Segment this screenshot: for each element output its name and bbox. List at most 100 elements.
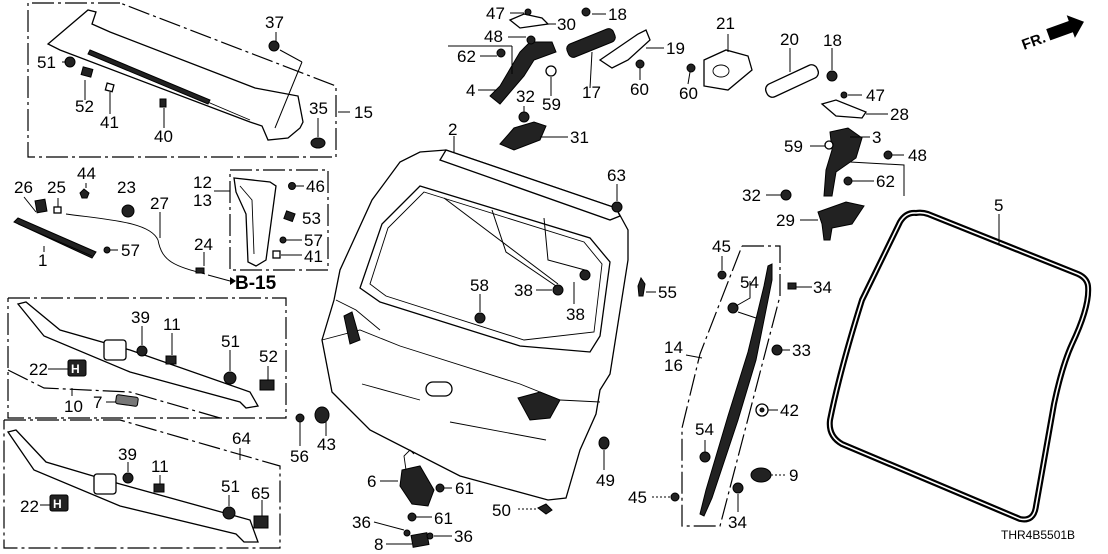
part-24-icon[interactable] <box>195 267 205 274</box>
part-39b-icon[interactable] <box>122 472 134 484</box>
part-61a-icon[interactable] <box>435 483 445 493</box>
part-65-icon[interactable] <box>253 515 269 529</box>
part-43-icon[interactable] <box>314 406 330 424</box>
part-18b-icon[interactable] <box>826 70 838 82</box>
part-44-icon[interactable] <box>79 188 90 199</box>
part-22b-emblem[interactable] <box>49 494 69 512</box>
part-63-icon[interactable] <box>611 201 623 213</box>
part-48a-icon[interactable] <box>526 35 536 45</box>
tailgate-hinge-area <box>343 311 361 345</box>
reference-b15[interactable]: B-15 <box>235 273 277 294</box>
part-59a-icon[interactable] <box>545 65 557 77</box>
part-29-bracket[interactable] <box>817 201 865 241</box>
part-19-bracket[interactable] <box>598 29 651 69</box>
part-53-icon[interactable] <box>283 210 296 223</box>
part-47a-icon[interactable] <box>524 8 532 16</box>
emblem-housing <box>103 339 127 361</box>
part-28-icon[interactable] <box>820 99 867 119</box>
weatherstrip-group: 5 <box>826 196 1092 523</box>
part-60a-icon[interactable] <box>635 59 645 69</box>
part-11-icon[interactable] <box>165 355 177 365</box>
part-11b-icon[interactable] <box>153 483 165 493</box>
part-50-icon[interactable] <box>537 503 553 515</box>
part-41-icon[interactable] <box>104 82 115 93</box>
part-56-icon[interactable] <box>295 413 305 423</box>
part-39-icon[interactable] <box>136 345 148 357</box>
part-20-strut[interactable] <box>764 63 821 99</box>
part-23-icon[interactable] <box>121 204 135 218</box>
part-21-cover[interactable] <box>703 49 753 91</box>
part-62b-icon[interactable] <box>843 176 853 186</box>
callout-43: 43 <box>317 435 336 454</box>
part-7-icon[interactable] <box>115 394 139 407</box>
part-36a-icon[interactable] <box>403 529 411 537</box>
part-18a-icon[interactable] <box>581 7 591 17</box>
part-6-latch[interactable] <box>399 465 435 507</box>
part-27-cable[interactable] <box>65 213 206 275</box>
part-52b-icon[interactable] <box>259 379 275 391</box>
part-48b-icon[interactable] <box>883 150 893 160</box>
emblem-housing-64 <box>93 473 117 495</box>
part-4-hinge[interactable] <box>489 41 557 105</box>
part-31-bracket[interactable] <box>499 121 547 151</box>
part-64-garnish[interactable] <box>6 429 259 543</box>
part-57-icon[interactable] <box>103 246 111 254</box>
part-32b-icon[interactable] <box>780 189 792 201</box>
part-25-icon[interactable] <box>53 206 62 214</box>
part-38b-icon[interactable] <box>579 269 591 281</box>
callout-60b: 60 <box>679 84 698 103</box>
part-55-icon[interactable] <box>637 276 646 297</box>
spoiler[interactable] <box>46 9 304 141</box>
callout-63: 63 <box>607 166 626 185</box>
part-10-garnish[interactable] <box>16 301 260 409</box>
part-47b-icon[interactable] <box>840 91 848 99</box>
part-58-icon[interactable] <box>474 312 486 324</box>
part-12-garnish[interactable] <box>233 177 277 267</box>
part-26-icon[interactable] <box>34 198 48 214</box>
callout-51b: 51 <box>221 332 240 351</box>
part-34b-icon[interactable] <box>732 482 744 494</box>
part-57b-icon[interactable] <box>279 236 287 244</box>
part-22-emblem[interactable] <box>67 359 87 377</box>
part-41b-icon[interactable] <box>272 250 281 259</box>
callout-55: 55 <box>658 283 677 302</box>
callout-14: 14 <box>664 338 683 357</box>
front-label: FR. <box>1020 30 1049 54</box>
part-51b-icon[interactable] <box>223 371 237 385</box>
part-8-icon[interactable] <box>410 532 430 548</box>
part-62a-icon[interactable] <box>496 48 506 58</box>
part-32a-icon[interactable] <box>518 111 530 123</box>
callout-54a: 54 <box>740 273 759 292</box>
part-45b-icon[interactable] <box>670 492 680 502</box>
part-46-icon[interactable] <box>288 182 296 190</box>
part-14-side-trim[interactable] <box>699 263 773 517</box>
part-9-icon[interactable] <box>750 467 772 483</box>
callout-25: 25 <box>47 178 66 197</box>
part-38a-icon[interactable] <box>552 284 564 296</box>
part-51c-icon[interactable] <box>222 506 236 520</box>
part-54a-icon[interactable] <box>727 302 739 314</box>
part-61b-icon[interactable] <box>407 512 417 522</box>
part-52-icon[interactable] <box>80 66 94 78</box>
part-17-strut-mount[interactable] <box>565 27 617 59</box>
callout-61a: 61 <box>455 479 474 498</box>
part-49-icon[interactable] <box>598 436 610 450</box>
part-36b-icon[interactable] <box>426 532 434 540</box>
part-54b-icon[interactable] <box>699 451 711 463</box>
part-45a-icon[interactable] <box>717 270 727 280</box>
part-33-icon[interactable] <box>771 344 783 356</box>
part-60b-icon[interactable] <box>686 63 696 73</box>
callout-1: 1 <box>38 251 47 270</box>
part-35-icon[interactable] <box>310 137 326 149</box>
part-1-handle[interactable] <box>13 217 97 259</box>
part-51-icon[interactable] <box>64 56 76 68</box>
part-40-icon[interactable] <box>159 98 167 108</box>
part-5-weatherstrip[interactable] <box>826 209 1092 523</box>
part-37-icon[interactable] <box>268 40 280 52</box>
part-30-icon[interactable] <box>508 13 550 29</box>
part-34a-icon[interactable] <box>787 282 797 290</box>
callout-39: 39 <box>131 308 150 327</box>
part-59b-icon[interactable] <box>824 140 834 150</box>
callout-15: 15 <box>354 103 373 122</box>
